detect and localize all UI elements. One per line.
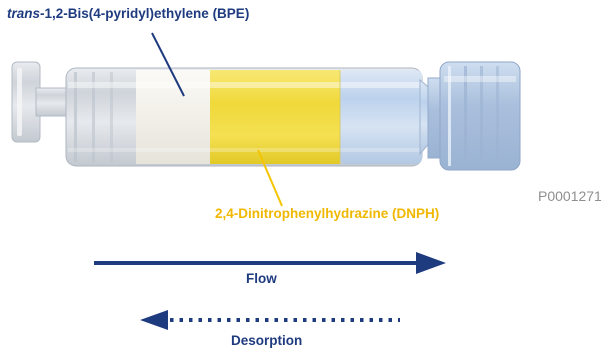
bpe-leader-line [151, 32, 185, 97]
dnph-band [210, 70, 340, 164]
right-cap [419, 61, 521, 171]
bpe-label-rest: -1,2-Bis(4-pyridyl)ethylene (BPE) [40, 6, 250, 21]
bpe-band [136, 70, 210, 164]
figure-code: P0001271 [538, 188, 602, 204]
bpe-label: trans-1,2-Bis(4-pyridyl)ethylene (BPE) [7, 6, 249, 22]
left-tip [11, 61, 73, 143]
desorption-label: Desorption [231, 333, 303, 348]
flow-label: Flow [246, 271, 277, 286]
bpe-label-prefix: trans [7, 6, 41, 21]
arrow-right-icon [94, 252, 446, 274]
dnph-leader-line [257, 149, 283, 207]
arrow-left-dotted-icon [140, 310, 400, 330]
dnph-label: 2,4-Dinitrophenylhydrazine (DNPH) [215, 206, 440, 221]
barrel-highlight [68, 70, 420, 164]
